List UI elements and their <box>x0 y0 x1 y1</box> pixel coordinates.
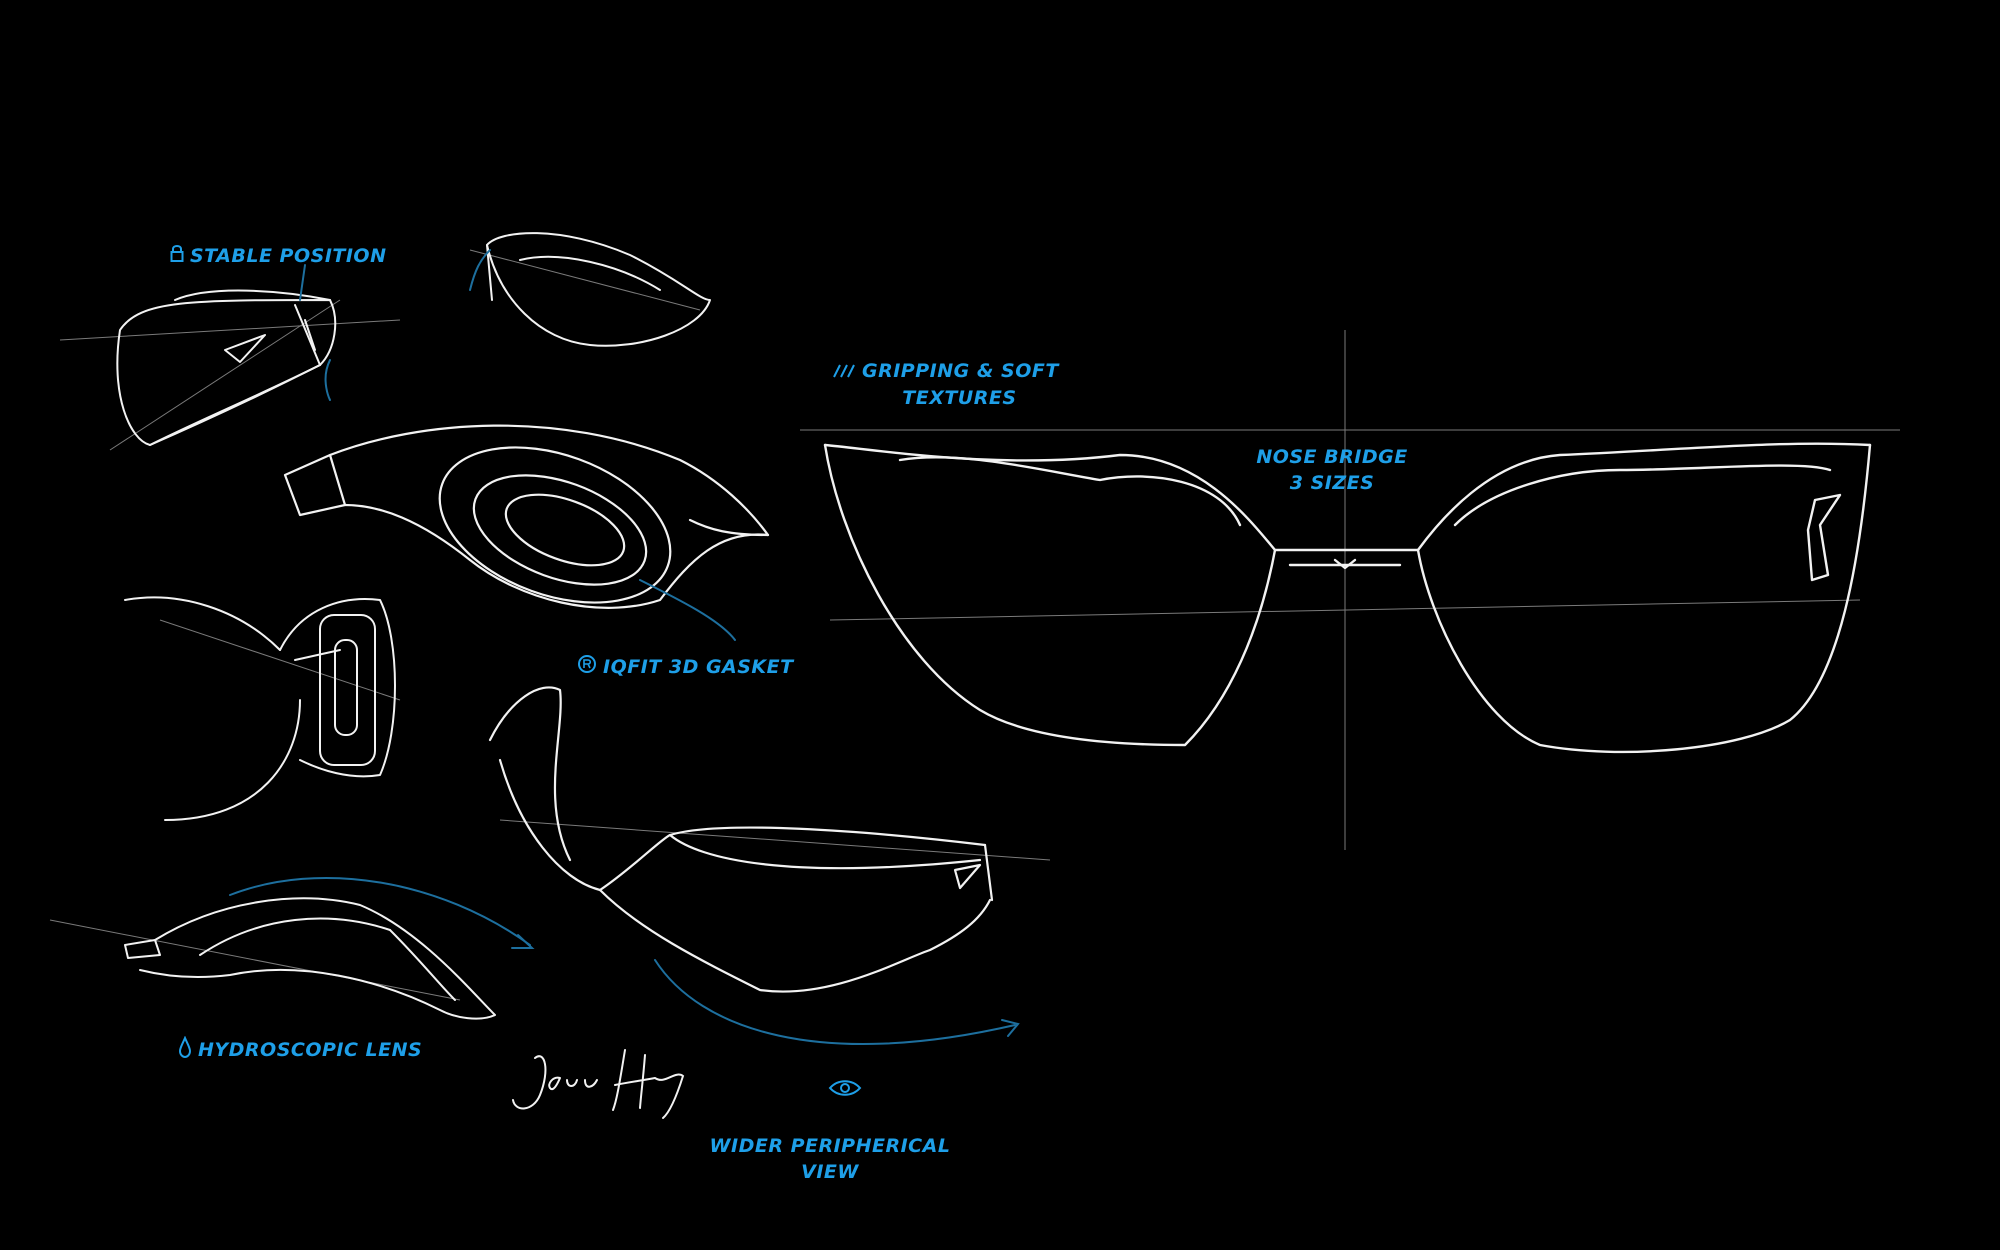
label-hydroscopic-lens: HYDROSCOPIC LENS <box>178 1035 423 1065</box>
hydroscopic-text: HYDROSCOPIC LENS <box>198 1039 423 1061</box>
hatch-lines-icon <box>830 359 856 385</box>
goggle-perspective-view <box>488 686 994 993</box>
label-gripping-textures: GRIPPING & SOFT TEXTURES <box>830 358 1059 411</box>
eye-icon <box>828 1078 862 1103</box>
gasket-text: IQFIT 3D GASKET <box>603 656 794 678</box>
designer-signature <box>512 1049 685 1119</box>
stable-position-text: STABLE POSITION <box>190 245 387 267</box>
peripheral-line1: WIDER PERIPHERICAL <box>709 1135 951 1157</box>
registered-circle-icon <box>577 654 597 681</box>
nose-bridge-line2: 3 SIZES <box>1289 472 1375 494</box>
droplet-icon <box>178 1035 192 1065</box>
lock-icon <box>170 243 184 270</box>
gripping-text-line1: GRIPPING & SOFT <box>862 360 1059 382</box>
motion-arrows <box>229 249 1020 1046</box>
label-stable-position: STABLE POSITION <box>170 243 386 270</box>
goggle-lens-top <box>486 232 711 347</box>
label-gasket: IQFIT 3D GASKET <box>577 654 794 681</box>
goggle-front-view <box>823 442 1872 754</box>
goggle-side-view-1 <box>116 289 337 446</box>
construction-lines <box>49 249 1900 1001</box>
nose-bridge-line1: NOSE BRIDGE <box>1256 446 1408 468</box>
label-peripheral-view: WIDER PERIPHERICAL VIEW <box>700 1133 960 1185</box>
gripping-text-line2: TEXTURES <box>902 386 1017 409</box>
label-nose-bridge: NOSE BRIDGE 3 SIZES <box>1252 444 1412 496</box>
goggle-side-view-2 <box>124 897 496 1020</box>
goggle-front-side-view <box>124 596 396 821</box>
peripheral-line2: VIEW <box>801 1161 859 1183</box>
goggle-gasket-view <box>283 424 770 609</box>
